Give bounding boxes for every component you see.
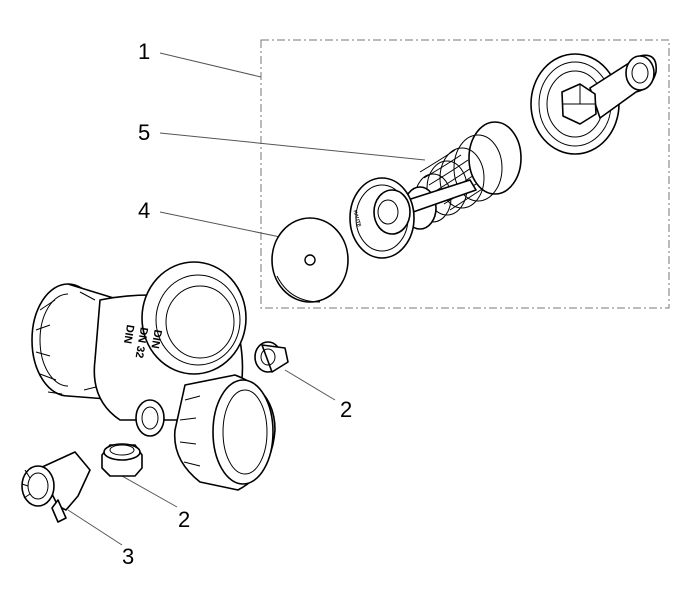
valve-body: DIN DN 32 DIN [31, 261, 276, 491]
assembly-group-box [260, 39, 670, 309]
callout-labels: 1 5 4 2 2 3 [122, 39, 352, 569]
stamp-text-3: DIN [121, 324, 136, 345]
callout-1: 1 [138, 39, 150, 64]
callout-2-upper: 2 [340, 397, 352, 422]
callout-4: 4 [138, 198, 150, 223]
callout-3: 3 [122, 544, 134, 569]
drain-valve [21, 451, 91, 523]
valve-spring [403, 121, 522, 230]
stamp-text-2: DN 32 [133, 326, 150, 359]
drain-plug-lower [101, 443, 143, 477]
leader-lines [67, 52, 426, 546]
drain-plug-upper [254, 341, 289, 373]
callout-2-lower: 2 [178, 507, 190, 532]
stamp-text-1: DIN [148, 329, 163, 350]
svg-text:HAUTE: HAUTE [352, 210, 362, 229]
bonnet-cap-with-spindle [530, 53, 657, 155]
callout-5: 5 [138, 120, 150, 145]
valve-disc-with-stem: HAUTE [349, 177, 477, 259]
seal-disc [271, 217, 349, 303]
